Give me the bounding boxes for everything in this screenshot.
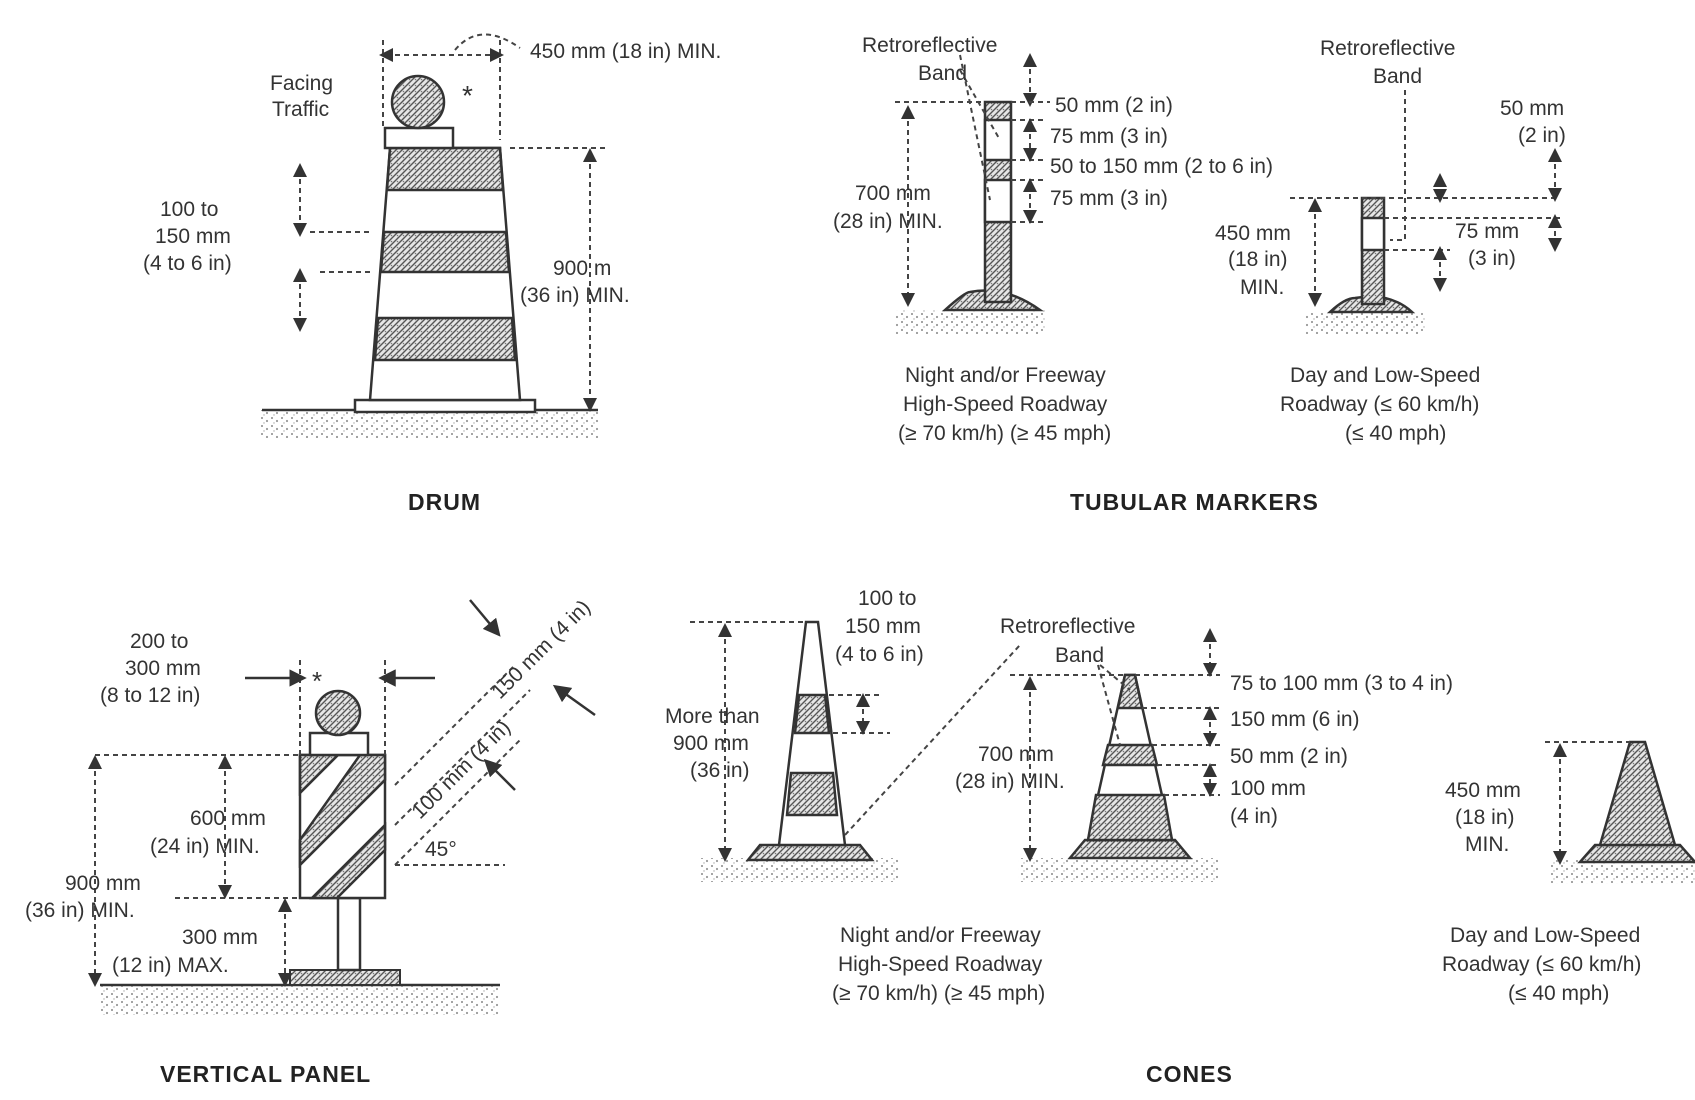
drum-light-mount bbox=[383, 126, 455, 150]
tubular-day-band-width-2: (3 in) bbox=[1468, 247, 1516, 270]
panel-height-label-1: 600 mm bbox=[190, 807, 266, 830]
tubular-day-caption-1: Day and Low-Speed bbox=[1290, 364, 1480, 387]
drum-title: DRUM bbox=[408, 489, 481, 515]
cone-night-caption-3: (≥ 70 km/h) (≥ 45 mph) bbox=[832, 982, 1045, 1005]
cone-night-band-label-1: Retroreflective bbox=[1000, 615, 1135, 638]
panel-stripe-label-2: 100 mm (4 in) bbox=[407, 716, 515, 824]
cones-title: CONES bbox=[1146, 1061, 1233, 1087]
drum-band-label-2: 150 mm bbox=[155, 225, 231, 248]
drum-band-2 bbox=[379, 230, 511, 274]
panel-height-label-2: (24 in) MIN. bbox=[150, 835, 260, 858]
panel-angle-label: 45° bbox=[425, 838, 457, 861]
cone-day-height-label-3: MIN. bbox=[1465, 833, 1509, 856]
tubular-night-dim-1: 50 mm (2 in) bbox=[1055, 94, 1173, 117]
tubular-day-band-label-1: Retroreflective bbox=[1320, 37, 1455, 60]
tubular-day-caption-3: (≤ 40 mph) bbox=[1345, 422, 1446, 445]
tubular-night-dim-4: 75 mm (3 in) bbox=[1050, 187, 1168, 210]
cone-day-base bbox=[1577, 843, 1695, 864]
cone-night-dim-1: 75 to 100 mm (3 to 4 in) bbox=[1230, 672, 1453, 695]
tubular-night-dim-2: 75 mm (3 in) bbox=[1050, 125, 1168, 148]
panel-title: VERTICAL PANEL bbox=[160, 1061, 371, 1087]
panel-asterisk: * bbox=[312, 666, 322, 696]
tubular-day-height-label-2: (18 in) bbox=[1228, 248, 1288, 271]
cone-tall-top-label-1: 100 to bbox=[858, 587, 916, 610]
drum-height-label-2: (36 in) MIN. bbox=[520, 284, 630, 307]
cone-day-height-label-1: 450 mm bbox=[1445, 779, 1521, 802]
cone-night-height-label-1: 700 mm bbox=[978, 743, 1054, 766]
tubular-night-height-label-1: 700 mm bbox=[855, 182, 931, 205]
panel-width-label-1: 200 to bbox=[130, 630, 188, 653]
cone-night-dim-4b: (4 in) bbox=[1230, 805, 1278, 828]
drum-band-label-3: (4 to 6 in) bbox=[143, 252, 232, 275]
cone-night-height-label-2: (28 in) MIN. bbox=[955, 770, 1065, 793]
tubular-day-top-label-2: (2 in) bbox=[1518, 124, 1566, 147]
panel-width-label-2: 300 mm bbox=[125, 657, 201, 680]
panel-post bbox=[336, 896, 362, 972]
cone-night-base bbox=[1067, 838, 1193, 860]
panel-gap-label-2: (12 in) MAX. bbox=[112, 954, 229, 977]
cones-diagram: More than 900 mm (36 in) 100 to 150 mm (… bbox=[665, 587, 1695, 1087]
drum-ground bbox=[260, 410, 600, 438]
drum-base bbox=[353, 398, 537, 414]
cone-tall-top-label-2: 150 mm bbox=[845, 615, 921, 638]
cone-night-dim-3: 50 mm (2 in) bbox=[1230, 745, 1348, 768]
drum-width-label: 450 mm (18 in) MIN. bbox=[530, 40, 721, 63]
cone-night-band-label-2: Band bbox=[1055, 644, 1104, 667]
tubular-night-band-label-2: Band bbox=[918, 62, 967, 85]
cone-night-caption-1: Night and/or Freeway bbox=[840, 924, 1041, 947]
panel-total-label-2: (36 in) MIN. bbox=[25, 899, 135, 922]
panel-warning-light bbox=[314, 689, 362, 737]
tubular-day-height-label-3: MIN. bbox=[1240, 276, 1284, 299]
panel-width-label-3: (8 to 12 in) bbox=[100, 684, 200, 707]
cone-day-height-label-2: (18 in) bbox=[1455, 806, 1515, 829]
panel-stripe bbox=[298, 753, 387, 869]
cone-night-caption-2: High-Speed Roadway bbox=[838, 953, 1043, 976]
cone-tall-height-label-3: (36 in) bbox=[690, 759, 750, 782]
drum-warning-light bbox=[390, 74, 446, 130]
drum-facing-label-1: Facing bbox=[270, 72, 333, 95]
tubular-night-caption-2: High-Speed Roadway bbox=[903, 393, 1108, 416]
tubular-day-diagram: Retroreflective Band 50 mm (2 in) 75 mm … bbox=[1215, 37, 1566, 445]
drum-facing-label-2: Traffic bbox=[272, 98, 329, 121]
tubular-day-top-label-1: 50 mm bbox=[1500, 97, 1564, 120]
drum-band-1 bbox=[385, 146, 505, 192]
drum-band-label-1: 100 to bbox=[160, 198, 218, 221]
tubular-night-height-label-2: (28 in) MIN. bbox=[833, 210, 943, 233]
vertical-panel-diagram: * 200 to 300 mm (8 to 12 in) 150 mm (4 i… bbox=[25, 596, 596, 1087]
cone-tall-height-label-2: 900 mm bbox=[673, 732, 749, 755]
tubular-night-diagram: Retroreflective Band 700 mm (28 in) MIN.… bbox=[833, 34, 1273, 445]
drum-asterisk: * bbox=[462, 80, 473, 111]
panel-base bbox=[289, 969, 401, 986]
cone-night-dim-2: 150 mm (6 in) bbox=[1230, 708, 1360, 731]
tubular-night-caption-1: Night and/or Freeway bbox=[905, 364, 1106, 387]
tubular-day-band-width-1: 75 mm bbox=[1455, 220, 1519, 243]
cone-day-caption-3: (≤ 40 mph) bbox=[1508, 982, 1609, 1005]
panel-gap-label-1: 300 mm bbox=[182, 926, 258, 949]
cone-day-caption-1: Day and Low-Speed bbox=[1450, 924, 1640, 947]
cone-night-dim-4a: 100 mm bbox=[1230, 777, 1306, 800]
tubular-day-caption-2: Roadway (≤ 60 km/h) bbox=[1280, 393, 1479, 416]
cone-tall-top-label-3: (4 to 6 in) bbox=[835, 643, 924, 666]
drum-height-label-1: 900 m bbox=[553, 257, 611, 280]
drum-band-3 bbox=[373, 316, 517, 362]
panel-stripe-label-1: 150 mm (4 in) bbox=[487, 596, 595, 704]
tubular-night-band-label-1: Retroreflective bbox=[862, 34, 997, 57]
panel-total-label-1: 900 mm bbox=[65, 872, 141, 895]
cone-day bbox=[1598, 740, 1677, 847]
cone-day-caption-2: Roadway (≤ 60 km/h) bbox=[1442, 953, 1641, 976]
tubular-day-band-label-2: Band bbox=[1373, 65, 1422, 88]
tubular-night-caption-3: (≥ 70 km/h) (≥ 45 mph) bbox=[898, 422, 1111, 445]
cone-tall-height-label-1: More than bbox=[665, 705, 760, 728]
tubular-day-height-label-1: 450 mm bbox=[1215, 222, 1291, 245]
tubular-title: TUBULAR MARKERS bbox=[1070, 489, 1319, 515]
drum-diagram: * 450 mm (18 in) MIN. Facing Traffic 100… bbox=[143, 33, 721, 515]
tubular-night-dim-3: 50 to 150 mm (2 to 6 in) bbox=[1050, 155, 1273, 178]
